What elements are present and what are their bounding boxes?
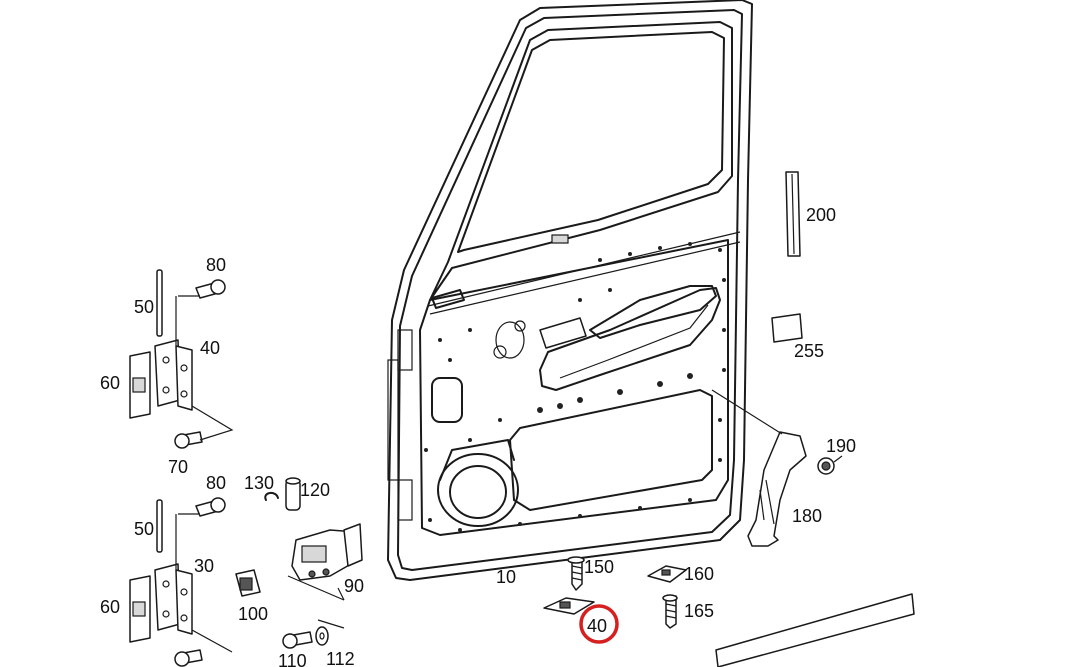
- part-90-lock-mechanism: [287, 523, 363, 601]
- callout-10: 10: [496, 567, 516, 587]
- door-frame: [387, 0, 753, 581]
- callout-150: 150: [584, 557, 614, 577]
- callout-160: 160: [684, 564, 714, 584]
- callout-255: 255: [794, 341, 824, 361]
- panel-holes: [424, 242, 726, 532]
- part-200-seal-strip: [785, 171, 801, 257]
- callout-60-lower: 60: [100, 597, 120, 617]
- part-112-washer: [315, 619, 345, 646]
- callout-112: 112: [326, 649, 355, 667]
- callout-180: 180: [792, 506, 822, 526]
- callout-100: 100: [238, 604, 268, 624]
- callout-165: 165: [684, 601, 714, 621]
- part-40-bottom-plate: [543, 597, 595, 615]
- part-110-screw: [282, 631, 313, 649]
- callout-labels: 200 255 190 180 80 50 40 60 70 80 130 12…: [100, 205, 856, 667]
- part-255-plate: [771, 313, 803, 343]
- callout-60-upper: 60: [100, 373, 120, 393]
- callout-40-lower: 40: [587, 616, 607, 636]
- part-165-screw: [662, 594, 678, 629]
- lower-hinge-assembly: [129, 497, 233, 667]
- callout-50-lower: 50: [134, 519, 154, 539]
- callout-80-lower: 80: [206, 473, 226, 493]
- sill-strip: [715, 593, 915, 667]
- upper-hinge-assembly: [129, 269, 234, 449]
- callout-30: 30: [194, 556, 214, 576]
- part-160-plate: [647, 565, 687, 583]
- part-190-clip: [817, 455, 843, 475]
- callout-200: 200: [806, 205, 836, 225]
- callout-70: 70: [168, 457, 188, 477]
- part-120-pin: [285, 477, 301, 511]
- part-150-screw: [567, 556, 585, 591]
- callout-130: 130: [244, 473, 274, 493]
- part-130-clip: [264, 492, 279, 501]
- callout-80-upper: 80: [206, 255, 226, 275]
- part-100-block: [235, 569, 261, 597]
- callout-50-upper: 50: [134, 297, 154, 317]
- callout-120: 120: [300, 480, 330, 500]
- part-180-bracket: [711, 389, 807, 547]
- callout-90: 90: [344, 576, 364, 596]
- callout-40-upper: 40: [200, 338, 220, 358]
- callout-110: 110: [278, 651, 307, 667]
- callout-190: 190: [826, 436, 856, 456]
- highlight-circle: [579, 604, 619, 644]
